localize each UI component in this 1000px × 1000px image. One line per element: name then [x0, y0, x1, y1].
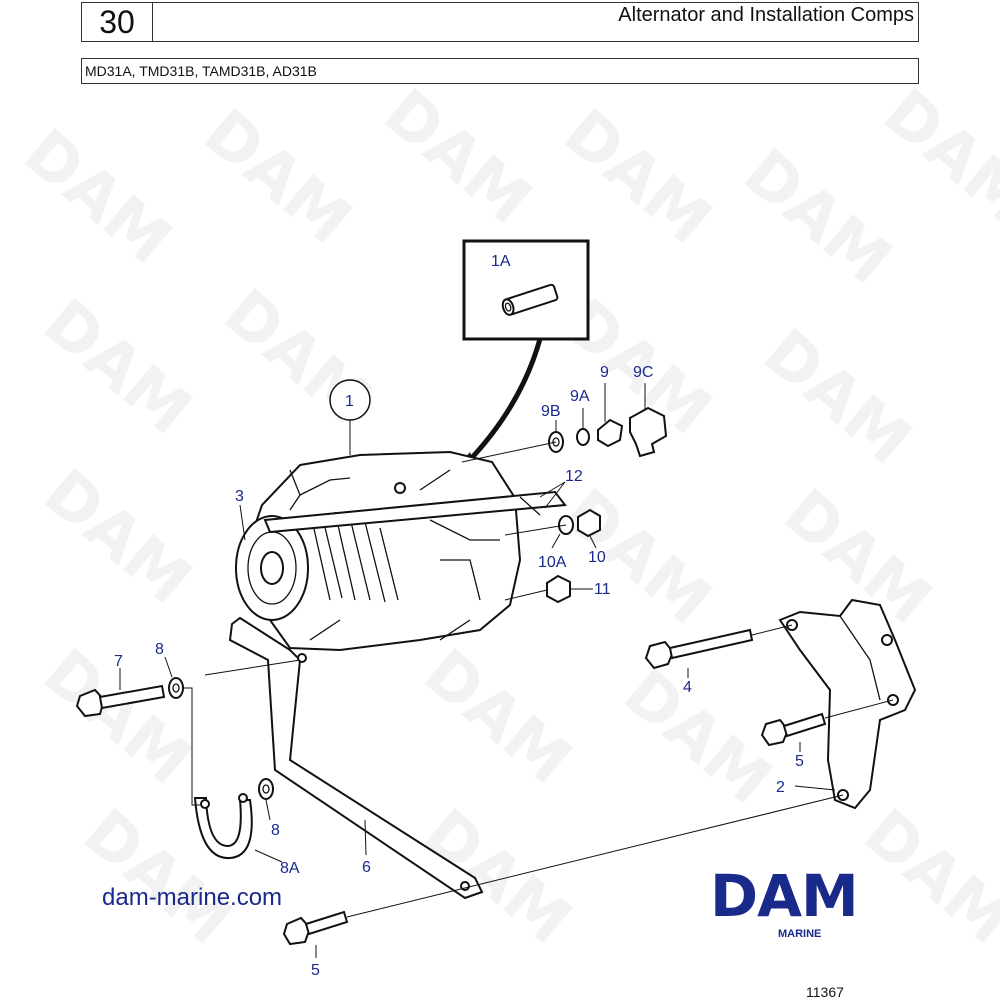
watermark: DAM [30, 286, 205, 450]
callout-11: 11 [594, 581, 611, 598]
callout-8-upper: 8 [155, 641, 164, 658]
callout-9c: 9C [633, 364, 653, 381]
leader-lines [119, 383, 894, 958]
nut-9 [597, 418, 624, 448]
model-list: MD31A, TMD31B, TAMD31B, AD31B [85, 63, 317, 79]
callout-labels: 1 1A 2 3 4 5 5 6 7 8 8 8A 9 9A 9B 9C 10 … [114, 253, 804, 979]
mounting-bracket-2 [778, 598, 917, 810]
callout-8-lower: 8 [271, 822, 280, 839]
page-title: Alternator and Installation Comps [618, 4, 914, 26]
watermark: DAM [850, 796, 1000, 960]
watermark: DAM [550, 476, 725, 640]
nut-11 [546, 574, 571, 604]
callout-1-circle [329, 379, 371, 421]
nut-10 [577, 508, 601, 538]
callout-5-lower: 5 [311, 962, 320, 979]
callout-2: 2 [776, 779, 785, 796]
washer-8-lower [258, 778, 274, 800]
callout-12: 12 [565, 468, 583, 485]
tension-bar-12 [263, 490, 567, 534]
bolt-4 [644, 628, 754, 670]
callout-3: 3 [235, 488, 244, 505]
watermark: DAM [610, 656, 785, 820]
callout-4: 4 [683, 679, 692, 696]
watermark: DAM [870, 76, 1000, 240]
website-link[interactable]: dam-marine.com [102, 884, 283, 911]
watermark: DAM [190, 96, 365, 260]
callout-10a: 10A [538, 554, 567, 571]
u-clamp-8a [193, 793, 253, 860]
callout-9b: 9B [541, 403, 561, 420]
callout-7: 7 [114, 653, 123, 670]
callout-1a: 1A [491, 253, 511, 270]
clamp-9c [629, 406, 668, 458]
callout-8a: 8A [280, 860, 300, 877]
watermark: DAM [70, 796, 245, 960]
callout-9a: 9A [570, 388, 590, 405]
watermark: DAM [370, 76, 545, 240]
callout-10: 10 [588, 549, 606, 566]
title-box: Alternator and Installation Comps [152, 2, 919, 42]
watermark: DAM [30, 456, 205, 620]
dam-logo: DAM [710, 862, 859, 930]
watermark: DAM [750, 316, 925, 480]
watermark: DAM [10, 116, 185, 280]
callout-6: 6 [362, 859, 371, 876]
section-number: 30 [81, 2, 153, 42]
alternator [235, 450, 522, 652]
models-box: MD31A, TMD31B, TAMD31B, AD31B [81, 58, 919, 84]
figure-number: 11367 [806, 984, 844, 1000]
callout-1: 1 [345, 393, 354, 410]
callout-9: 9 [600, 364, 609, 381]
callout-5-upper: 5 [795, 753, 804, 770]
bolt-5-upper [760, 712, 827, 747]
washer-8-upper [168, 677, 184, 699]
watermark: DAM [730, 136, 905, 300]
bolt-7 [75, 684, 166, 718]
watermark: DAM [550, 96, 725, 260]
watermark: DAM [410, 636, 585, 800]
inset-detail-1a [452, 239, 590, 474]
bolt-5-lower [282, 910, 349, 946]
dam-logo-subtitle: MARINE [778, 928, 822, 940]
washer-9a [576, 428, 590, 446]
